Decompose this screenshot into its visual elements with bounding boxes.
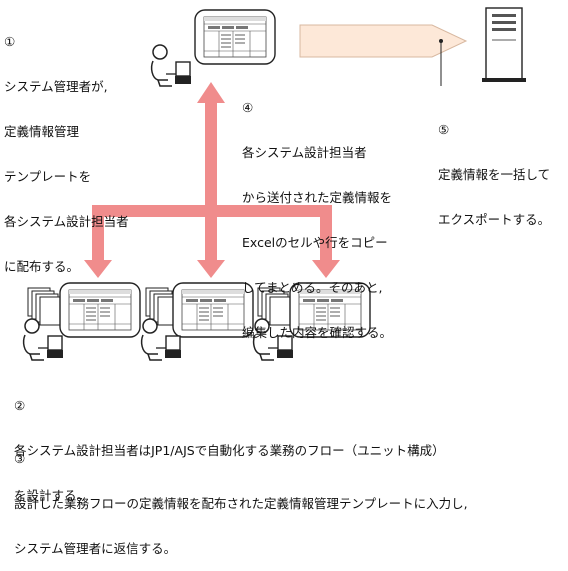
step4-line-2: から送付された定義情報を xyxy=(242,190,393,205)
step3-number: ③ xyxy=(14,451,26,466)
step5-line-1: 定義情報を一括して xyxy=(438,167,551,182)
designer-workstation-1 xyxy=(22,282,141,361)
step1-line-2: 定義情報管理 xyxy=(4,124,80,139)
step2-line-1: 各システム設計担当者はJP1/AJSで自動化する業務のフロー（ユニット構成） xyxy=(14,443,445,458)
arrow-right-down xyxy=(312,205,340,278)
step4-line-3: Excelのセルや行をコピー xyxy=(242,235,388,250)
step3-text: ③ 設計した業務フローの定義情報を配布された定義情報管理テンプレートに入力し, … xyxy=(14,421,468,571)
step4-line-1: 各システム設計担当者 xyxy=(242,145,367,160)
server-icon xyxy=(482,7,526,82)
step1-line-1: システム管理者が, xyxy=(4,79,108,94)
step3-line-2: システム管理者に返信する。 xyxy=(14,541,177,556)
step1-line-4: 各システム設計担当者 xyxy=(4,214,129,229)
designer2-screen-bubble xyxy=(172,282,254,338)
step3-line-1: 設計した業務フローの定義情報を配布された定義情報管理テンプレートに入力し, xyxy=(14,496,468,511)
step2-number: ② xyxy=(14,398,26,413)
workflow-diagram xyxy=(22,7,526,361)
distribution-arrows xyxy=(84,82,340,278)
step1-number: ① xyxy=(4,34,16,49)
step1-text: ① システム管理者が, 定義情報管理 テンプレートを 各システム設計担当者 に配… xyxy=(4,4,129,289)
step5-text: ⑤ 定義情報を一括して エクスポートする。 xyxy=(438,92,550,242)
step4-number: ④ xyxy=(242,100,254,115)
step5-number: ⑤ xyxy=(438,122,450,137)
arrow-center-down xyxy=(197,215,225,278)
step5-line-2: エクスポートする。 xyxy=(438,212,551,227)
step4-line-5: 編集した内容を確認する。 xyxy=(242,325,393,340)
admin-person-icon xyxy=(150,44,192,87)
export-arrow xyxy=(299,24,468,58)
designer-workstation-2 xyxy=(140,282,254,361)
designer1-screen-bubble xyxy=(59,282,141,338)
step1-line-5: に配布する。 xyxy=(4,259,80,274)
step1-line-3: テンプレートを xyxy=(4,169,92,184)
arrow-left-down xyxy=(84,205,112,278)
server-callout-dot xyxy=(439,39,443,43)
step4-line-4: してまとめる。そのあと, xyxy=(242,280,383,295)
admin-screen-bubble xyxy=(194,9,276,65)
step4-text: ④ 各システム設計担当者 から送付された定義情報を Excelのセルや行をコピー… xyxy=(242,70,392,355)
arrow-up xyxy=(197,82,225,197)
